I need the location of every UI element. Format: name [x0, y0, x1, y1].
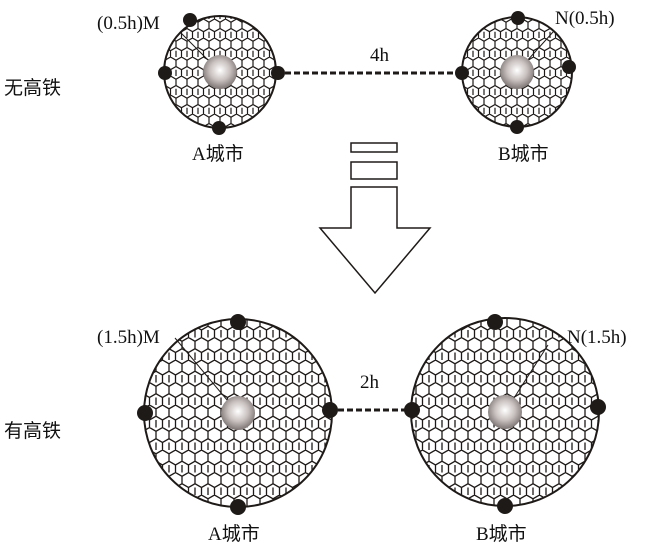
row-label-no-rail: 无高铁 [4, 77, 61, 99]
point-m [183, 13, 197, 27]
row-label-with-rail: 有高铁 [4, 420, 61, 442]
city-a-small [158, 13, 285, 135]
point-n-label: N(0.5h) [555, 8, 615, 29]
distance-label-2: 2h [360, 372, 380, 393]
transition-arrow-icon [318, 142, 432, 295]
city-b-large [404, 314, 606, 514]
point-m-label: (0.5h)M [97, 13, 160, 34]
point-m-label-2: (1.5h)M [97, 327, 160, 348]
city-a-label-2: A城市 [208, 523, 260, 545]
city-a-label: A城市 [192, 143, 244, 165]
city-b-label-2: B城市 [476, 523, 527, 545]
point-n-label-2: N(1.5h) [567, 327, 627, 348]
city-b-label: B城市 [498, 143, 549, 165]
city-b-small [455, 11, 576, 134]
distance-label: 4h [370, 45, 390, 66]
city-a-large [137, 314, 338, 515]
